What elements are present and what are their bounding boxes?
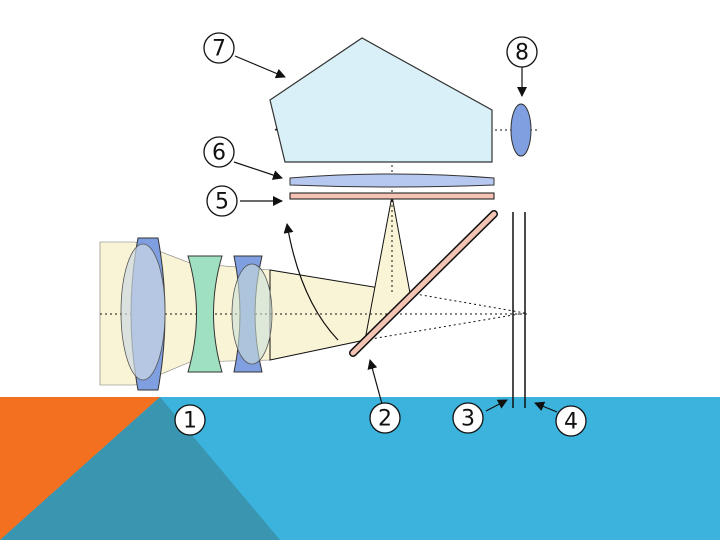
lens-element-middle: [187, 255, 223, 373]
ray-lower-dashed: [364, 312, 526, 341]
callout-4: 4: [555, 405, 587, 437]
focusing-screen: [289, 192, 495, 200]
arrow-4: [534, 401, 558, 413]
callout-3: 3: [452, 402, 484, 434]
svg-text:4: 4: [564, 410, 578, 435]
callout-8: 8: [506, 36, 538, 68]
arrow-7: [234, 55, 286, 79]
lens-rear-glass: [231, 263, 273, 365]
svg-text:5: 5: [215, 190, 229, 215]
eyepiece-lens: [510, 103, 532, 157]
callout-5: 5: [206, 185, 238, 217]
condenser-lens: [289, 173, 495, 188]
lens-front-glass: [120, 243, 166, 381]
callout-2: 2: [369, 402, 401, 434]
reflex-mirror-fill: [350, 211, 497, 356]
mirror-swing-arc: [283, 223, 339, 341]
teal-triangle: [0, 397, 280, 540]
svg-text:8: 8: [515, 41, 529, 66]
ray-upper-dashed: [409, 292, 526, 314]
callout-6: 6: [203, 136, 235, 168]
pentaprism: [269, 37, 493, 163]
arrow-2: [367, 359, 383, 405]
callout-7: 7: [203, 32, 235, 64]
svg-text:2: 2: [378, 407, 392, 432]
svg-text:7: 7: [212, 37, 226, 62]
svg-text:3: 3: [461, 407, 475, 432]
callout-1: 1: [174, 404, 206, 436]
svg-text:1: 1: [183, 409, 197, 434]
arrow-6: [233, 161, 283, 180]
arrow-3: [485, 399, 508, 412]
svg-text:6: 6: [212, 141, 226, 166]
